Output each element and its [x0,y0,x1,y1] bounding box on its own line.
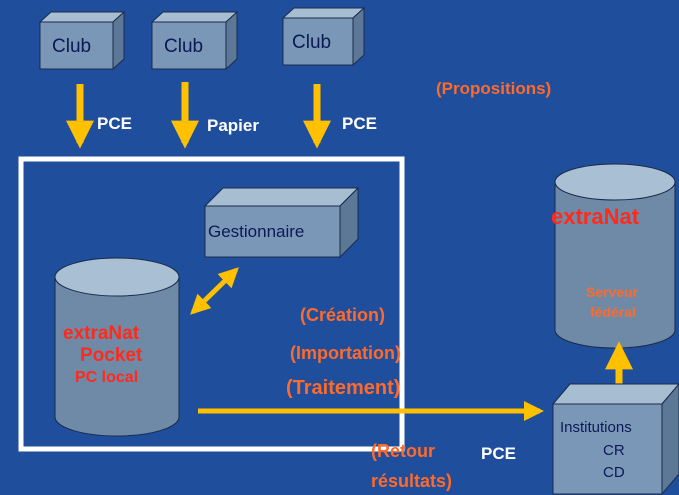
server-db-title: extraNat [551,204,640,229]
annotation-retour-1: (Retour [371,441,435,461]
channel-label-1: PCE [97,114,132,133]
club-label-1: Club [52,36,92,57]
annotation-retour-2: résultats) [371,471,453,491]
annotation-importation: (Importation) [290,343,401,363]
channel-label-2: Papier [207,116,259,135]
server-db-subtitle-2: fédéral [590,304,636,320]
annotation-propositions: (Propositions) [436,79,552,98]
annotation-pce-bottom: PCE [481,444,516,463]
gestionnaire-box [203,186,360,259]
local-db-title-1: extraNat [63,323,140,344]
annotation-traitement: (Traitement) [286,377,401,399]
club-box-1 [38,10,126,71]
institutions-line-2: CR [603,442,625,459]
server-db-subtitle-1: Serveur [586,284,639,300]
club-box-2 [150,10,239,71]
local-db-title-2: Pocket [80,345,143,366]
institutions-line-1: Institutions [560,419,632,436]
club-label-2: Club [164,36,204,57]
annotation-creation: (Création) [300,305,385,325]
club-box-3 [281,6,366,67]
channel-label-3: PCE [342,114,377,133]
server-db-cylinder [554,163,676,349]
institutions-line-3: CD [603,464,625,481]
gestionnaire-label: Gestionnaire [208,222,305,241]
local-db-cylinder [54,257,180,437]
local-db-subtitle: PC local [75,369,139,386]
arrow-gestionnaire-db [190,267,239,315]
local-frame [18,156,405,452]
club-label-3: Club [292,32,332,53]
institutions-box [551,383,679,495]
